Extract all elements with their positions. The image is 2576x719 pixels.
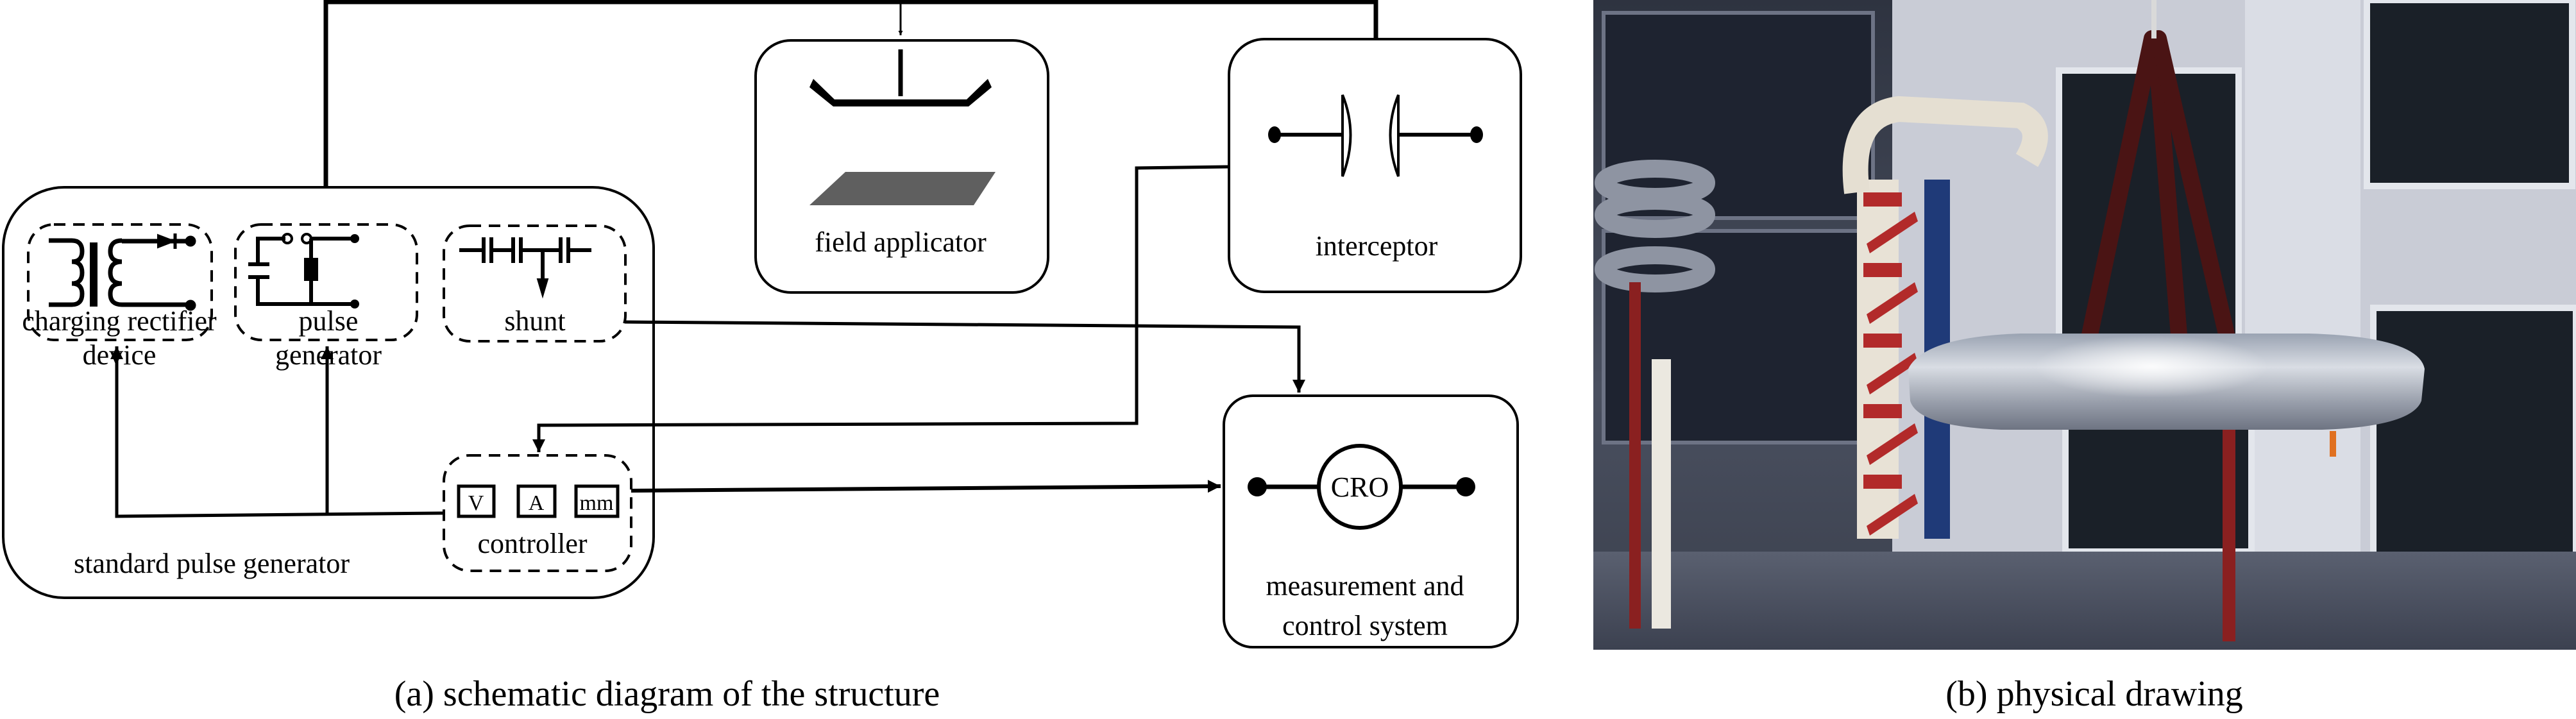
distance-indicator: mm [574,484,620,518]
high-voltage-lab-photo [1593,0,2576,650]
top-bus-line [323,0,1378,187]
standard-pulse-generator-box [2,186,655,599]
interceptor-to-controller-line [532,165,1230,452]
caption-a: (a) schematic diagram of the structure [394,674,940,714]
charging-rectifier-label-line1: charging rectifier [22,305,217,337]
pulse-circuit-icon [248,233,359,309]
cro-label: CRO [1331,471,1389,503]
ammeter-indicator: A [516,484,557,518]
ground-plate [809,172,996,205]
panel-a-schematic: standard pulse generator charging rectif… [2,0,1522,714]
charging-rectifier-label-line2: device [83,339,157,371]
measurement-box [1223,394,1519,648]
pulse-generator-label-line1: pulse [299,305,359,337]
transformer-rectifier-icon [49,233,196,311]
pulse-generator-label-line2: generator [275,339,382,371]
standard-pulse-generator-label: standard pulse generator [74,548,350,579]
pulse-generator: pulse generator [234,223,418,371]
cro-icon: CRO [1248,444,1475,530]
controller: V A mm controller [443,454,632,572]
interceptor: interceptor [1228,38,1522,293]
controller-label: controller [477,528,587,559]
sphere-gap-icon [1268,94,1483,177]
charging-rectifier-device: charging rectifier device [22,223,217,371]
electrode-plate-icon [809,49,996,205]
measurement-control-system: CRO measurement and control system [1223,394,1519,648]
meter-a-label: A [529,491,545,515]
measurement-label-line2: control system [1282,610,1448,641]
panel-b-photo: (b) physical drawing [1593,0,2576,714]
shunt-to-measurement-line [625,320,1305,393]
field-applicator-label: field applicator [815,226,987,258]
connection-lines [110,0,1378,518]
caption-b: (b) physical drawing [1945,674,2242,714]
standard-pulse-generator: standard pulse generator [2,186,655,599]
capacitor-divider-icon [459,237,591,299]
controller-feedback-line [110,346,445,518]
shunt-label: shunt [504,305,565,337]
field-applicator-box [754,39,1049,294]
meter-v-label: V [468,491,484,515]
interceptor-label: interceptor [1316,230,1438,262]
measurement-label-line1: measurement and [1266,570,1464,602]
meter-mm-label: mm [580,491,614,515]
shunt: shunt [443,224,627,343]
voltmeter-indicator: V [457,484,496,518]
interceptor-box [1228,38,1522,293]
field-applicator: field applicator [754,39,1049,294]
controller-to-cro-line [631,480,1221,493]
